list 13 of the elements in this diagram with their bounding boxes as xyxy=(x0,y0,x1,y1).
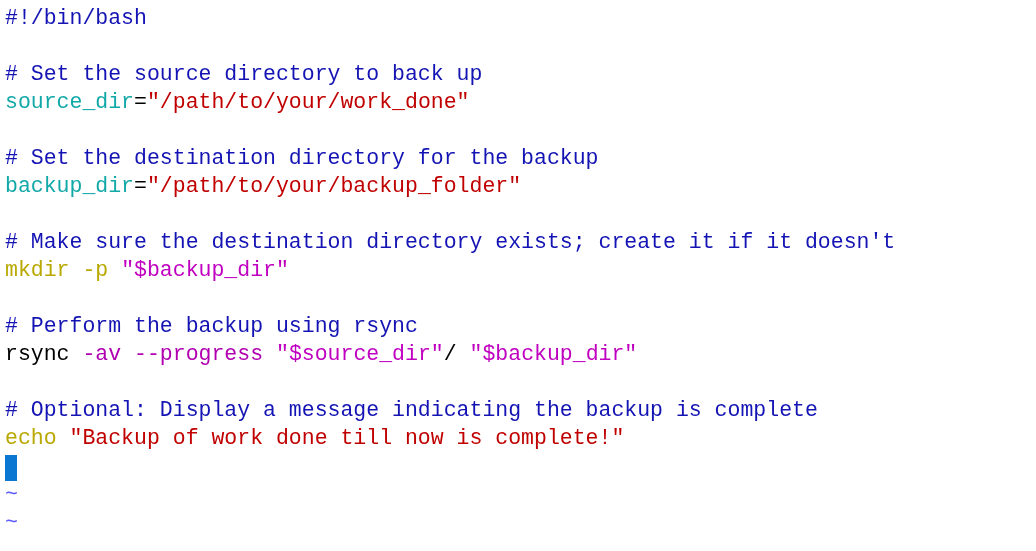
code-line: backup_dir="/path/to/your/backup_folder" xyxy=(5,173,522,200)
comment-line: # Optional: Display a message indicating the backup is complete xyxy=(5,397,818,424)
empty-line-marker: ~ xyxy=(5,481,18,508)
empty-line-marker: ~ xyxy=(5,509,18,536)
code-line: echo "Backup of work done till now is complete!" xyxy=(5,425,625,452)
comment-line: # Set the source directory to back up xyxy=(5,61,483,88)
code-line: rsync -av --progress "$source_dir"/ "$backup_dir" xyxy=(5,341,638,368)
comment-line: # Set the destination directory for the backup xyxy=(5,145,599,172)
code-line: mkdir -p "$backup_dir" xyxy=(5,257,289,284)
comment-line: #!/bin/bash xyxy=(5,5,147,32)
comment-line: # Make sure the destination directory exists; create it if it doesn't xyxy=(5,229,896,256)
code-line: source_dir="/path/to/your/work_done" xyxy=(5,89,470,116)
comment-line: # Perform the backup using rsync xyxy=(5,313,418,340)
